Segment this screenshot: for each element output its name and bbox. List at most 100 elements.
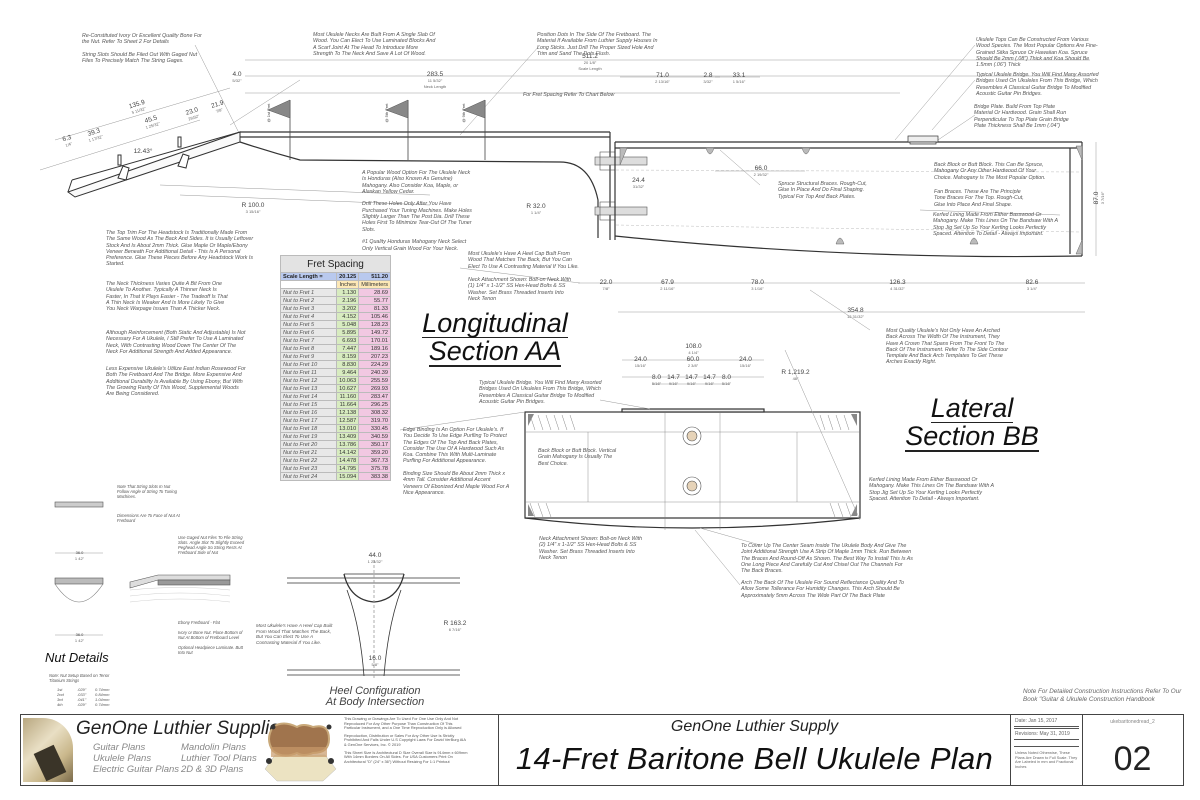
- fret-label: Nut to Fret 11: [279, 368, 338, 377]
- brand-panel: GenOne Luthier Supplies Guitar Plans Uku…: [21, 715, 499, 785]
- fret-mm: 359.20: [358, 448, 391, 457]
- dim-value: 16.0: [368, 655, 382, 662]
- fret-mm: 350.17: [358, 440, 391, 449]
- fret-inches: 3.202: [336, 304, 360, 313]
- sheet-number-panel: ukebaritonedread_2 02: [1083, 715, 1182, 785]
- string-row: 2nd.033"0.84mm: [57, 692, 109, 697]
- string-row: 3rd.041"1.04mm: [57, 697, 109, 702]
- fret-mm: 296.25: [358, 400, 391, 409]
- string-in: .033": [77, 692, 87, 697]
- plans-column-1: Guitar Plans Ukulele Plans Electric Guit…: [93, 742, 179, 775]
- note-kerfed-lateral: Kerfed Lining Made From Either Basswood …: [869, 477, 994, 502]
- fret-label: Nut to Fret 4: [279, 312, 338, 321]
- note-neck-thickness: The Neck Thickness Varies Quite A Bit Fr…: [106, 281, 228, 313]
- title-longitudinal: Longitudinal Section AA: [400, 310, 590, 367]
- dim-value: 14.7: [667, 374, 680, 381]
- fret-mm: 224.29: [358, 360, 391, 369]
- fret-mm: 189.16: [358, 344, 391, 353]
- note-nut-bone: Re-Constituted Ivory Or Excellent Qualit…: [82, 33, 202, 65]
- fret-table-title: Fret Spacing: [280, 255, 391, 273]
- note-rosewood: Less Expensive Ukulele's Utilize East In…: [106, 366, 246, 398]
- fret-inches: 10.627: [336, 384, 360, 393]
- fret-label: Nut to Fret 9: [279, 352, 338, 361]
- title-lateral: Lateral Section BB: [893, 395, 1051, 452]
- dim-value: 354.8: [847, 307, 864, 314]
- dim-inch: 3 1/16": [751, 286, 764, 291]
- dim-inch: 2 19/32": [753, 172, 769, 177]
- units-blank: [279, 280, 338, 289]
- dim-label: Neck Length: [423, 84, 447, 89]
- fret-inches: 8.159: [336, 352, 360, 361]
- dim-value: 2.8: [703, 72, 713, 79]
- string-in: .041": [77, 697, 87, 702]
- title-heel-2: At Body Intersection: [325, 696, 425, 708]
- dim-value: 108.0: [685, 343, 702, 350]
- dim-value: 78.0: [751, 279, 764, 286]
- dim-value: R 32.0: [526, 203, 546, 210]
- note-back-block-lateral: Back Block or Butt Block. Vertical Grain…: [538, 448, 617, 467]
- dim-value: 82.6: [1025, 279, 1039, 286]
- legal-text: This Drawing or Drawings Are To Used For…: [344, 716, 469, 764]
- scale-length-label: Scale Length =: [279, 272, 338, 281]
- dim-inch: 4 31/32": [890, 286, 905, 291]
- dim-value: 60.0: [686, 356, 700, 363]
- dim-inch: 4 1/4": [688, 350, 699, 355]
- dim-inch: 9/16": [704, 381, 715, 386]
- fret-mark-1: @ 1st Fret: [266, 103, 271, 123]
- dim-inch: 3 15/16": [245, 209, 261, 214]
- fret-inches: 10.063: [336, 376, 360, 385]
- note-ebony-fretboard: Ebony Fretboard - Flat: [178, 620, 220, 625]
- dim-value: 14.7: [703, 374, 716, 381]
- scale-length-in: 20.125: [336, 272, 360, 281]
- dim-value: 126.3: [889, 279, 906, 286]
- fret-label: Nut to Fret 15: [279, 400, 338, 409]
- dim-inch: 1 23/32": [367, 559, 383, 564]
- note-tops: Ukulele Tops Can Be Constructed From Var…: [976, 37, 1098, 69]
- dim-inch: 12 31/32": [847, 314, 864, 319]
- dim-value: 36.0: [75, 632, 84, 637]
- string-in: .029": [77, 702, 87, 707]
- brand-name: GenOne Luthier Supplies: [76, 718, 290, 739]
- plans-column-2: Mandolin Plans Luthier Tool Plans 2D & 3…: [181, 742, 257, 775]
- dim-value: 24.0: [634, 356, 647, 363]
- fret-mm: 149.72: [358, 328, 391, 337]
- meta-panel: Date: Jan 15, 2017 Revisions: May 31, 20…: [1011, 715, 1083, 785]
- fret-label: Nut to Fret 21: [279, 448, 338, 457]
- fret-mm: 255.59: [358, 376, 391, 385]
- dim-value: 8.0: [651, 374, 662, 381]
- fret-inches: 5.895: [336, 328, 360, 337]
- dim-value: 511.2: [582, 53, 598, 60]
- fret-mm: 319.70: [358, 416, 391, 425]
- note-heel-cap: Most Ukulele's Have A Heel Cap Built Fro…: [468, 251, 579, 270]
- fret-inches: 11.664: [336, 400, 360, 409]
- dim-value: 14.7: [685, 374, 698, 381]
- dim-inch: 3 1/4": [1026, 286, 1038, 291]
- legal-usage: This Drawing or Drawings Are To Used For…: [344, 716, 462, 731]
- fret-label: Nut to Fret 13: [279, 384, 338, 393]
- dim-inch: 1 5/16": [732, 79, 746, 84]
- fret-inches: 14.795: [336, 464, 360, 473]
